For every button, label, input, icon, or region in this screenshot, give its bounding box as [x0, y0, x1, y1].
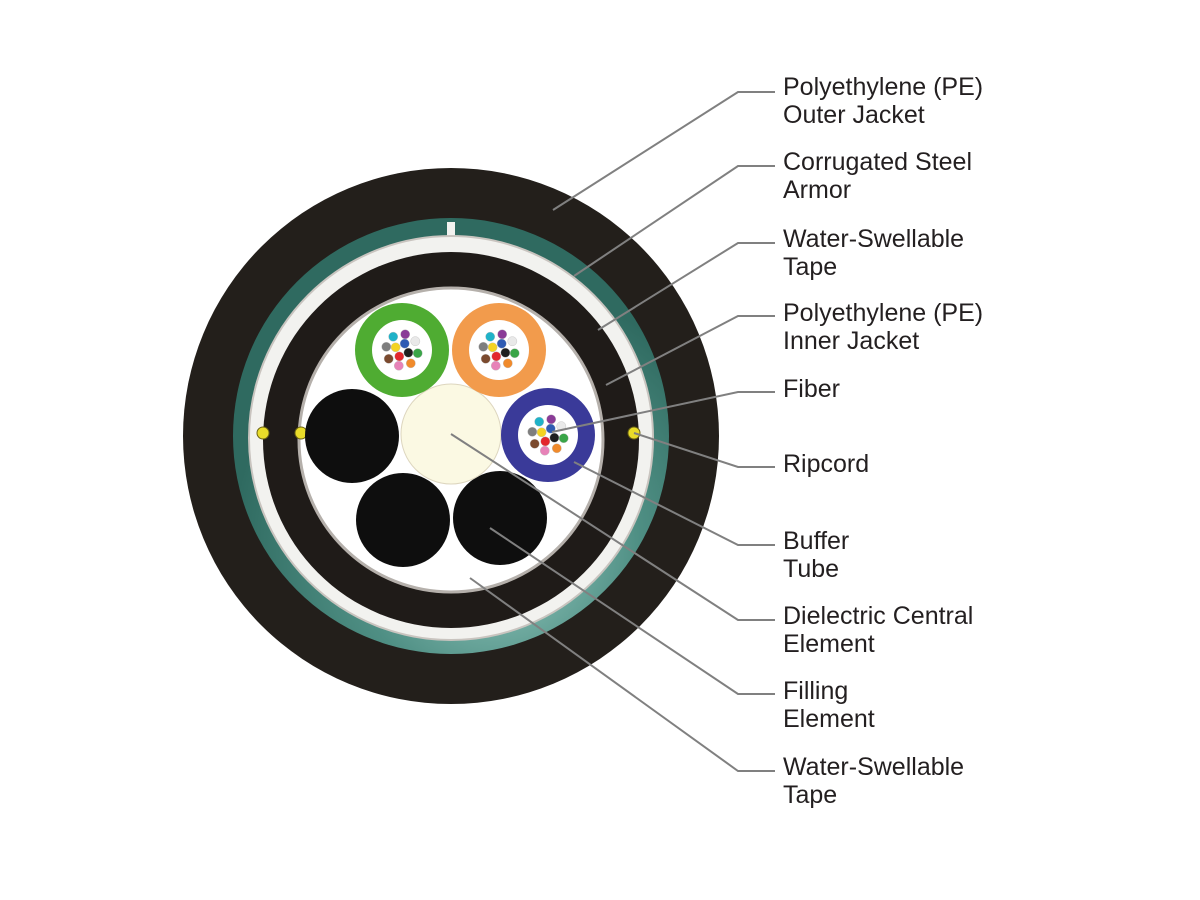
- label-line: Dielectric Central: [783, 602, 974, 630]
- fiber: [393, 360, 404, 371]
- label-line: Filling: [783, 677, 849, 705]
- fiber-bundle-orange: [478, 329, 520, 371]
- label-dielectric-central-element: Dielectric Central Element: [783, 602, 973, 658]
- leader-line-buffer-tube: [573, 461, 775, 546]
- label-corrugated-steel-armor: Corrugated Steel Armor: [783, 148, 972, 204]
- fiber: [399, 338, 410, 349]
- label-ripcord: Ripcord: [783, 450, 869, 478]
- label-pe-outer-jacket: Polyethylene (PE) Outer Jacket: [783, 73, 983, 129]
- label-line: Element: [783, 630, 875, 658]
- label-buffer-tube: Buffer Tube: [783, 527, 849, 583]
- fiber: [552, 443, 562, 454]
- buffer-tube-blue-core: [518, 405, 578, 465]
- fiber: [549, 432, 560, 443]
- fiber: [500, 347, 511, 358]
- label-line: Tube: [783, 555, 840, 583]
- fiber: [497, 329, 508, 340]
- buffer-tube-orange-core: [469, 320, 529, 380]
- fiber: [487, 342, 498, 353]
- fiber: [405, 358, 416, 369]
- label-line: Polyethylene (PE): [783, 73, 984, 101]
- buffer-tube-green-core: [372, 320, 432, 380]
- fiber: [381, 341, 392, 352]
- fiber: [534, 416, 545, 427]
- ripcord-left-outer: [256, 426, 270, 440]
- leader-line-filling-element: [489, 527, 775, 695]
- label-line: Inner Jacket: [783, 327, 920, 355]
- label-line: Water-Swellable: [783, 753, 965, 781]
- label-line: Corrugated Steel: [783, 148, 973, 176]
- fiber: [412, 348, 423, 359]
- fiber: [507, 336, 518, 347]
- fiber-bundle-blue: [527, 414, 569, 456]
- label-line: Polyethylene (PE): [783, 299, 984, 327]
- leader-line-central-element: [450, 433, 775, 621]
- fiber: [400, 329, 411, 340]
- fiber: [509, 348, 520, 359]
- leader-line-water-swellable-tape-2: [469, 577, 775, 772]
- fiber: [502, 358, 513, 369]
- leader-line-steel-armor: [573, 165, 775, 277]
- label-line: Outer Jacket: [783, 101, 925, 129]
- label-water-swellable-tape-1: Water-Swellable Tape: [783, 225, 964, 281]
- filling-element-bottom-left: [356, 473, 450, 567]
- fiber: [394, 351, 405, 362]
- fiber: [546, 414, 557, 425]
- armor-seam: [447, 222, 455, 238]
- fiber: [529, 438, 540, 449]
- label-line: Tape: [783, 781, 838, 809]
- fiber: [490, 360, 501, 371]
- fiber: [480, 353, 491, 364]
- fiber-bundle-green: [381, 329, 423, 371]
- fiber: [383, 353, 394, 364]
- label-line: Fiber: [783, 375, 840, 403]
- fiber: [491, 351, 502, 362]
- fiber: [388, 331, 399, 342]
- fiber: [540, 436, 551, 447]
- label-line: Armor: [783, 176, 852, 204]
- fiber: [410, 336, 421, 347]
- fiber: [527, 426, 538, 437]
- label-line: Element: [783, 705, 875, 733]
- leader-line-inner-jacket: [605, 315, 775, 386]
- label-line: Buffer: [783, 527, 850, 555]
- label-filling-element: Filling Element: [783, 677, 875, 733]
- leader-line-outer-jacket: [552, 91, 775, 211]
- leader-line-ripcord: [633, 432, 775, 468]
- fiber: [478, 341, 489, 352]
- fiber: [403, 347, 414, 358]
- label-pe-inner-jacket: Polyethylene (PE) Inner Jacket: [783, 299, 983, 355]
- fiber: [390, 342, 401, 353]
- fiber: [496, 338, 507, 349]
- label-fiber: Fiber: [783, 375, 840, 403]
- filling-element-bottom-right: [453, 471, 547, 565]
- leader-line-water-swellable-tape-1: [597, 242, 775, 331]
- fiber: [558, 433, 569, 444]
- fiber: [536, 427, 547, 438]
- label-line: Ripcord: [783, 450, 870, 478]
- filling-element-left: [305, 389, 399, 483]
- label-line: Water-Swellable: [783, 225, 965, 253]
- label-line: Tape: [783, 253, 838, 281]
- label-water-swellable-tape-2: Water-Swellable Tape: [783, 753, 964, 809]
- leader-line-fiber: [551, 391, 775, 433]
- fiber: [485, 331, 496, 342]
- fiber: [540, 445, 550, 456]
